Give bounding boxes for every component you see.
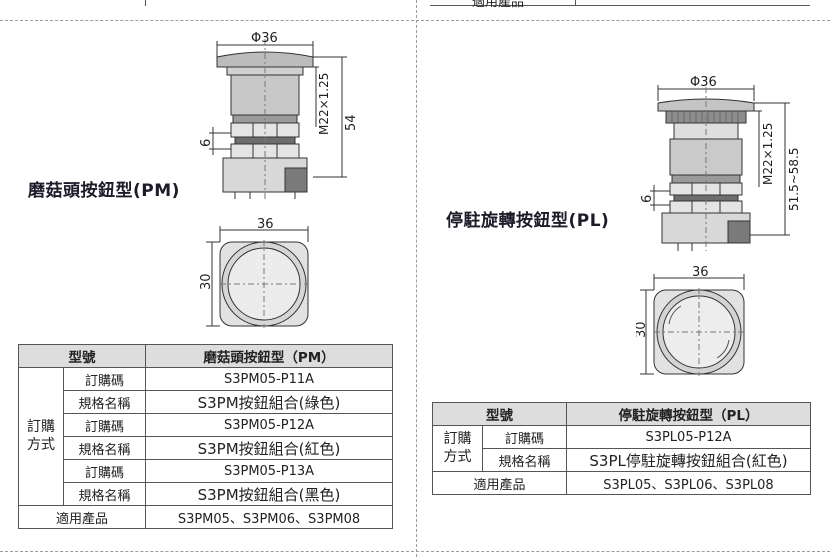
right-dim-thread: M22×1.25 — [761, 123, 775, 185]
left-spec-name-label-3: 規格名稱 — [63, 482, 146, 506]
left-order-code-label-2: 訂購碼 — [63, 413, 146, 437]
left-top-view-drawing: 36 30 — [200, 217, 309, 328]
left-applicable-value: S3PM05、S3PM06、S3PM08 — [145, 505, 393, 529]
left-applicable-label: 適用產品 — [18, 505, 146, 529]
left-spec-name-3: S3PM按鈕組合(黑色) — [145, 482, 393, 506]
right-applicable-label: 適用產品 — [432, 471, 567, 495]
right-dim-depth: 30 — [636, 321, 649, 338]
top-divider — [0, 20, 830, 21]
left-dim-cap: Φ36 — [251, 31, 278, 46]
center-divider — [416, 0, 417, 557]
top-cut-line-3 — [430, 5, 810, 6]
right-spec-name-1: S3PL停駐旋轉按鈕組合(紅色) — [566, 448, 811, 472]
left-spec-table: 型號 磨菇頭按鈕型（PM） 訂購方式 訂購碼 S3PM05-P11A 規格名稱 … — [18, 344, 393, 529]
left-dim-height: 54 — [344, 114, 359, 131]
left-order-code-1: S3PM05-P11A — [145, 367, 393, 391]
top-cut-line-1 — [145, 0, 146, 6]
right-order-code-label-1: 訂購碼 — [482, 425, 567, 449]
bottom-divider — [0, 551, 830, 552]
right-header-model: 型號 — [432, 402, 567, 426]
right-top-view-drawing: 36 30 — [636, 265, 745, 376]
right-order-method: 訂購方式 — [432, 425, 483, 472]
right-order-code-1: S3PL05-P12A — [566, 425, 811, 449]
right-applicable-value: S3PL05、S3PL06、S3PL08 — [566, 471, 811, 495]
left-order-code-2: S3PM05-P12A — [145, 413, 393, 437]
right-dim-height: 51.5~58.5 — [787, 148, 801, 212]
right-dim-nut: 6 — [640, 195, 655, 203]
left-order-code-label-3: 訂購碼 — [63, 459, 146, 483]
left-order-code-label-1: 訂購碼 — [63, 367, 146, 391]
top-cut-line-2 — [575, 0, 576, 6]
left-side-view-drawing: Φ36 M22×1.25 54 6 — [199, 31, 359, 199]
left-spec-name-2: S3PM按鈕組合(紅色) — [145, 436, 393, 460]
top-cut-label: 適用產品 — [472, 0, 525, 10]
left-dim-depth: 30 — [200, 273, 214, 290]
right-header-type: 停駐旋轉按鈕型（PL） — [566, 402, 811, 426]
right-dim-width: 36 — [692, 265, 709, 280]
left-order-code-3: S3PM05-P13A — [145, 459, 393, 483]
left-spec-name-label-1: 規格名稱 — [63, 390, 146, 414]
left-spec-name-1: S3PM按鈕組合(綠色) — [145, 390, 393, 414]
left-header-model: 型號 — [18, 344, 146, 368]
right-spec-table: 型號 停駐旋轉按鈕型（PL） 訂購方式 訂購碼 S3PL05-P12A 規格名稱… — [432, 402, 811, 495]
left-dim-width: 36 — [257, 217, 274, 232]
left-header-type: 磨菇頭按鈕型（PM） — [145, 344, 393, 368]
left-title: 磨菇頭按鈕型(PM) — [28, 181, 180, 201]
left-order-method: 訂購方式 — [18, 367, 64, 506]
left-dim-nut: 6 — [199, 139, 214, 147]
right-side-view-drawing: Φ36 M22×1.25 51.5~58.5 6 — [640, 75, 801, 251]
right-title: 停駐旋轉按鈕型(PL) — [446, 211, 610, 231]
left-spec-name-label-2: 規格名稱 — [63, 436, 146, 460]
right-dim-cap: Φ36 — [690, 75, 717, 90]
right-spec-name-label-1: 規格名稱 — [482, 448, 567, 472]
left-dim-thread: M22×1.25 — [317, 73, 331, 135]
